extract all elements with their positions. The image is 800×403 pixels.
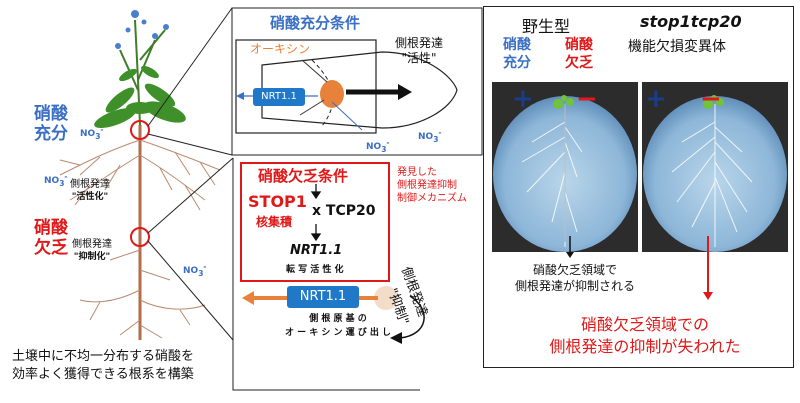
no3-label-1: NO3- [80, 125, 104, 141]
stop1-label: STOP1 [248, 192, 307, 211]
plate-photos [492, 82, 788, 252]
auxin-export-label: 側 根 原 基 の オ ー キ シ ン 運 び 出 し [284, 314, 392, 338]
deficient-arrows [310, 184, 322, 242]
no3-mid-2: NO3- [418, 128, 442, 144]
inhibit-curve-arrow [390, 295, 425, 344]
no3-mid-1: NO3- [366, 138, 390, 154]
right-deficient: 硝酸 欠乏 [565, 37, 593, 71]
note-black: 硝酸欠乏領域で 側根発達が抑制される [514, 263, 635, 293]
no3-label-3: NO3- [183, 262, 207, 278]
wildtype-title: 野生型 [522, 17, 571, 36]
minus-wt: − [576, 84, 598, 114]
lateral-active-label: 側根発達 "活性化" [70, 179, 110, 202]
transcription-label: 転 写 活 性 化 [286, 265, 344, 275]
sufficient-title: 硝酸充分条件 [270, 14, 361, 32]
nrt11-small-box: NRT1.1 [253, 88, 305, 106]
label-deficient: 硝酸 欠乏 [34, 218, 68, 258]
plus-wt: + [512, 84, 534, 114]
tcp20-label: x TCP20 [312, 203, 376, 219]
left-caption: 土壌中に不均一分布する硝酸を 効率よく獲得できる根系を構築 [12, 349, 195, 382]
found-note: 発見した 側根発達抑制 制御メカニズム [397, 167, 467, 204]
lateral-inhibit-label: 側根発達 "抑制化" [72, 239, 112, 262]
plus-mutant: + [645, 84, 667, 114]
label-sufficient: 硝酸 充分 [34, 104, 68, 144]
deficient-title: 硝酸欠乏条件 [258, 167, 349, 185]
nrt11-large-box: NRT1.1 [287, 286, 359, 308]
mutant-subtitle: 機能欠損変異体 [628, 39, 726, 55]
deficient-box [240, 162, 390, 282]
plate-arrows [566, 236, 713, 300]
no3-label-2: NO3- [44, 172, 68, 188]
mutant-title: stop1tcp20 [640, 12, 742, 31]
plant-illustration [59, 10, 221, 340]
minus-mutant: − [700, 84, 722, 114]
auxin-label: オーキシン [250, 42, 311, 56]
upper-focus-circle [130, 120, 150, 140]
right-sufficient: 硝酸 充分 [503, 37, 531, 71]
nuclear-accum-label: 核集積 [256, 215, 293, 229]
nrt11-italic-label: NRT1.1 [290, 243, 343, 258]
lower-focus-circle [130, 227, 150, 247]
note-red: 硝酸欠乏領域での 側根発達の抑制が失われた [549, 315, 741, 356]
lateral-active-mid: 側根発達 "活性" [395, 36, 444, 65]
